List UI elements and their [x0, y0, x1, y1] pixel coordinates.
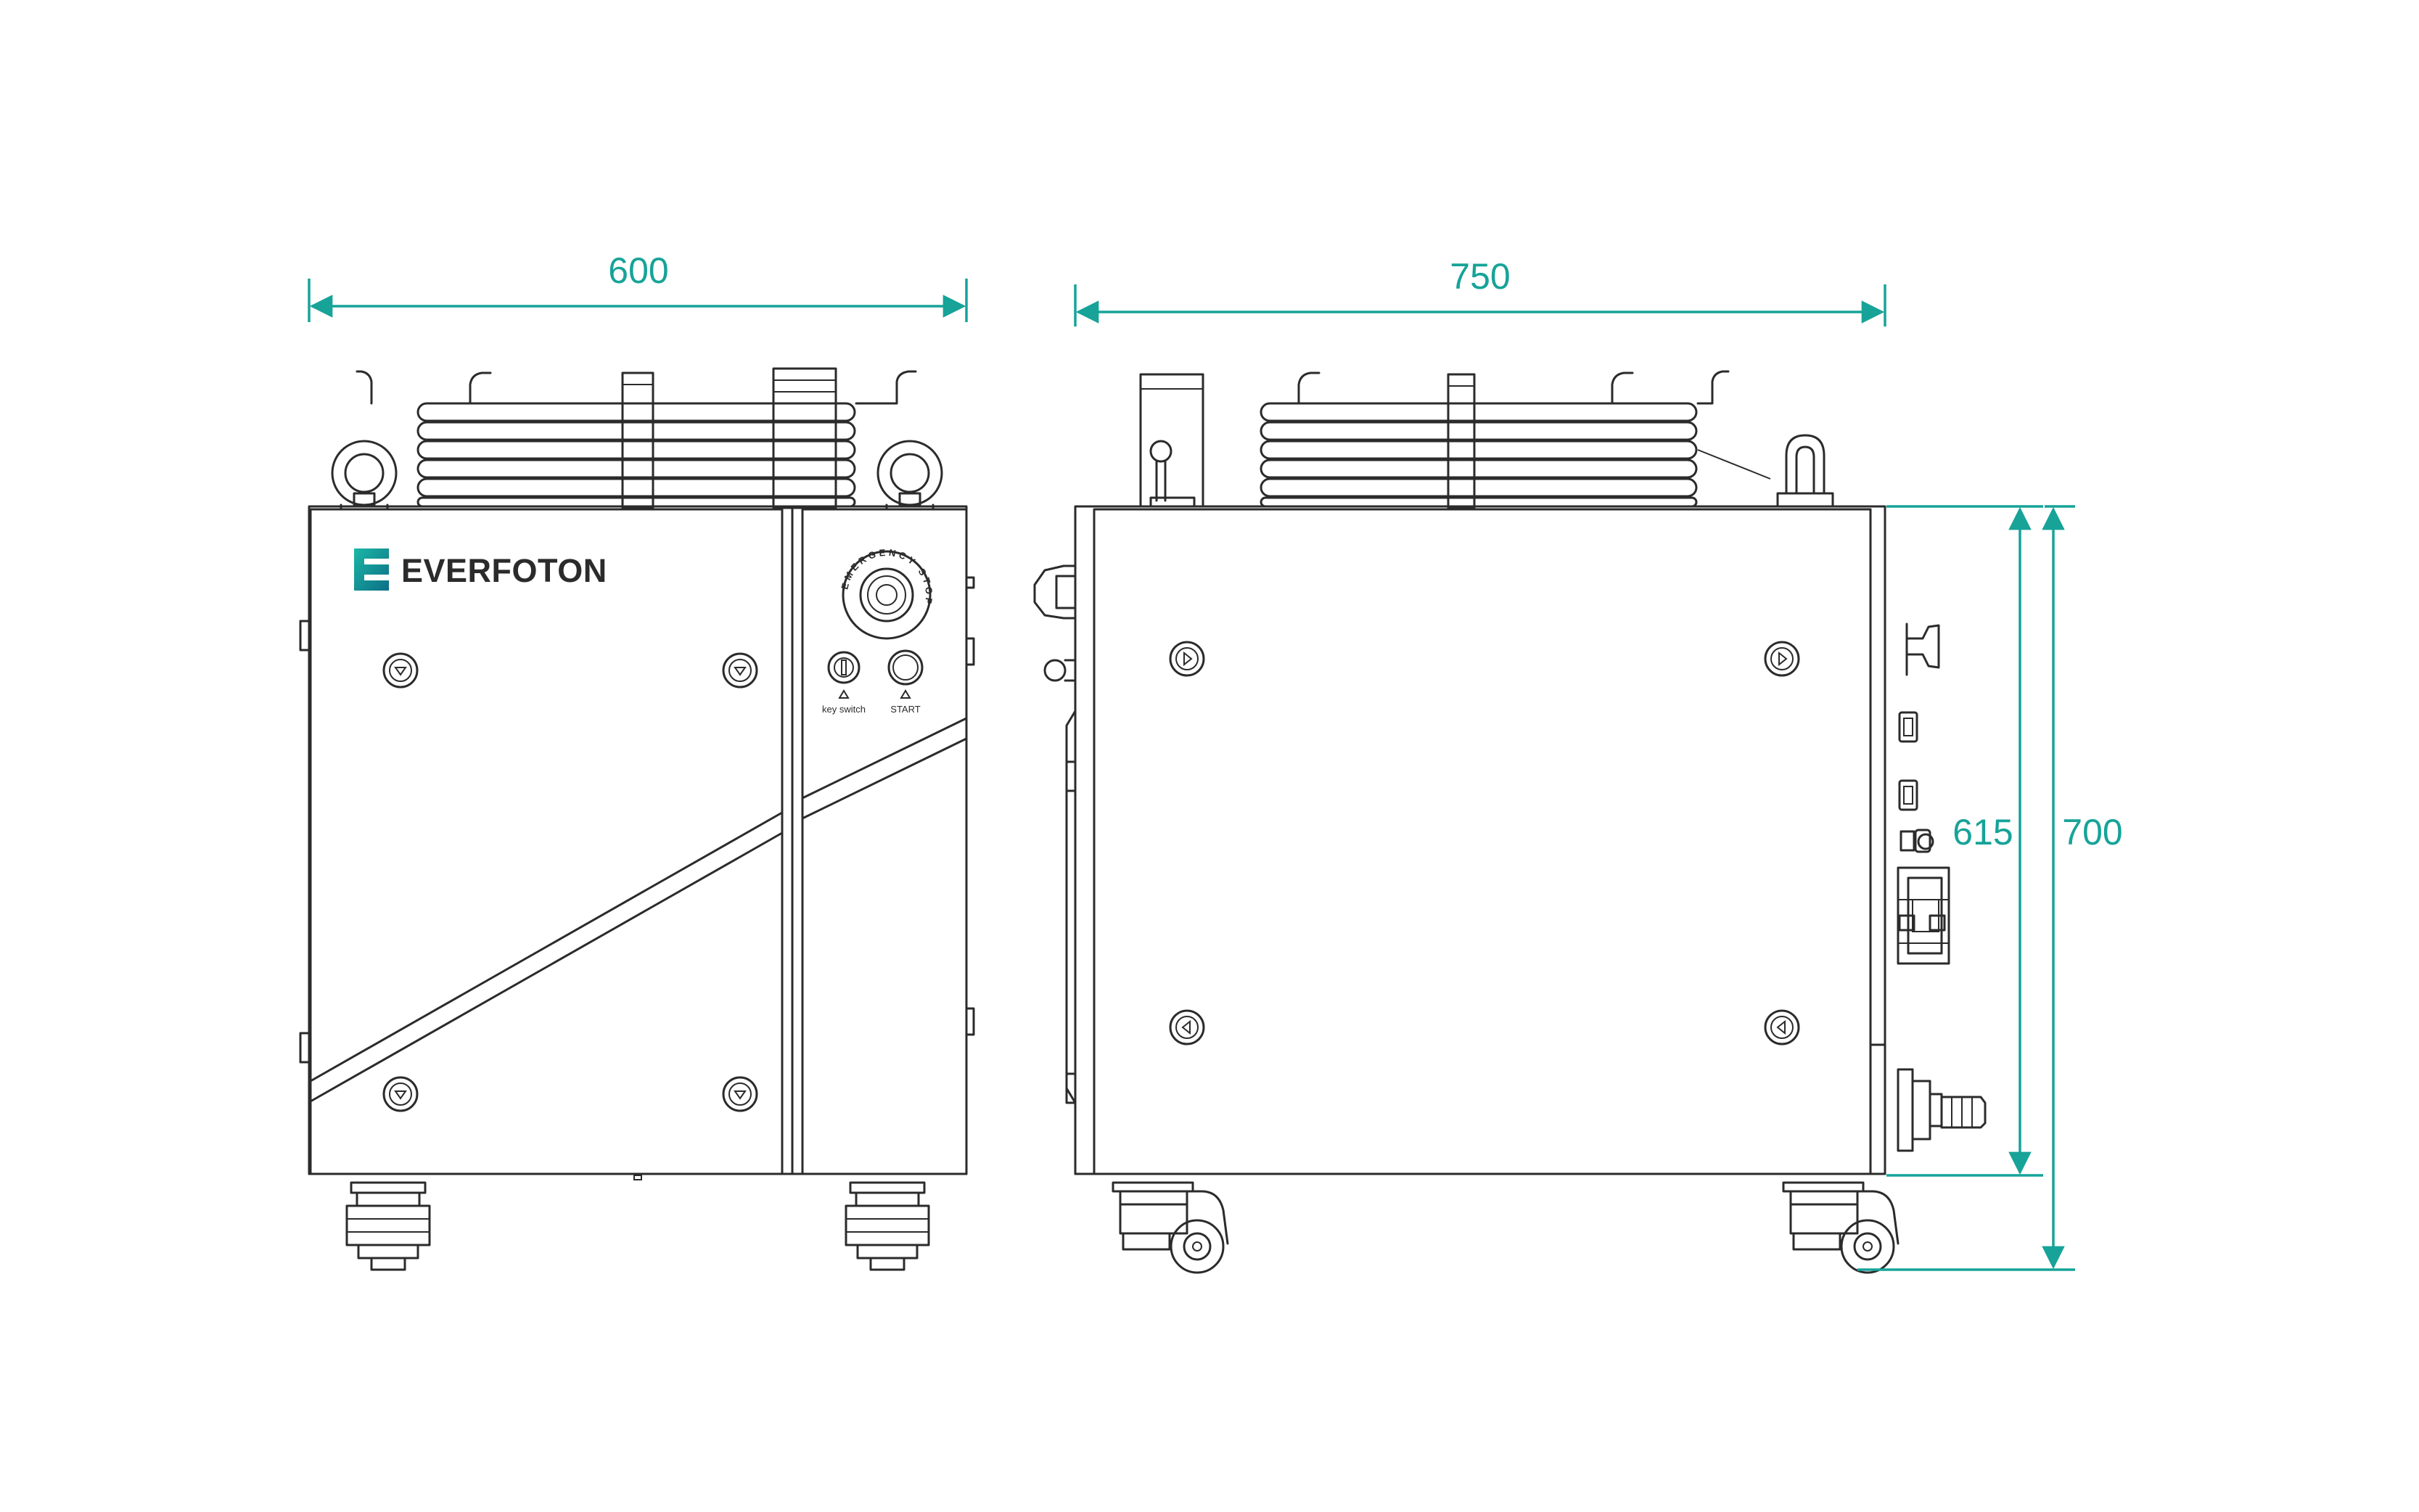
side-caster-right: [1782, 1181, 1900, 1274]
connector-port-icon: [1898, 711, 1918, 743]
screw-icon: [382, 1076, 419, 1112]
water-inlet-icon: [1897, 1068, 1987, 1152]
dimension-width: 600: [308, 250, 968, 322]
front-screws: [382, 652, 758, 1112]
front-foot-left: [345, 1181, 431, 1271]
side-screws: [1169, 641, 1800, 1045]
side-caster-left: [1112, 1181, 1229, 1274]
front-hinges: [299, 576, 975, 1064]
start-button: START: [887, 649, 924, 715]
screw-icon: [1169, 1009, 1205, 1045]
emergency-stop-label: EMERGENCY STOP: [839, 547, 932, 608]
front-view: EVERFOTON EMERGENCY STOP key switch: [299, 367, 975, 1271]
screw-icon: [382, 652, 419, 689]
side-top-coil: [1260, 370, 1771, 509]
dimension-body-height-label: 615: [1952, 812, 2013, 852]
dimension-total-height-label: 700: [2062, 812, 2122, 852]
front-diagonal-stripe: [309, 811, 784, 1103]
front-foot-right: [845, 1181, 930, 1271]
connector-port-icon: [1898, 779, 1918, 811]
dimension-depth-label: 750: [1450, 256, 1510, 297]
front-lifting-eye-left: [331, 440, 398, 511]
side-lifting-eye: [1776, 434, 1834, 508]
key-switch: key switch: [822, 651, 866, 715]
side-connectors: [1897, 623, 1987, 1152]
power-connector-icon: [1897, 866, 1950, 965]
front-lifting-eye-right: [876, 440, 943, 511]
front-door-left: [309, 508, 784, 1175]
front-body: [308, 505, 968, 1175]
warning-triangle-icon: [900, 689, 911, 699]
screw-icon: [722, 1076, 758, 1112]
brand-name: EVERFOTON: [401, 552, 607, 589]
screw-icon: [1169, 641, 1205, 677]
cable-gland-icon: [1900, 829, 1934, 853]
screw-icon: [1764, 641, 1800, 677]
front-door-right: [801, 508, 968, 1175]
fiber-output-icon: [1905, 623, 1940, 676]
side-left-latches: [1033, 564, 1077, 1104]
dimension-depth: 750: [1074, 256, 1886, 326]
front-panel-diagonal-stripe: [801, 717, 968, 820]
warning-triangle-icon: [838, 689, 850, 699]
logo-mark-icon: [354, 548, 389, 591]
key-switch-label: key switch: [822, 704, 866, 715]
screw-icon: [722, 652, 758, 689]
emergency-stop-button: EMERGENCY STOP: [839, 547, 935, 640]
side-panel: [1093, 508, 1872, 1175]
svg-text:EMERGENCY STOP: EMERGENCY STOP: [839, 547, 935, 608]
dimension-width-label: 600: [608, 250, 668, 291]
side-view: [1033, 370, 1987, 1274]
dimension-total-height: 700: [1857, 505, 2123, 1271]
front-top-coil: [356, 367, 917, 509]
screw-icon: [1764, 1009, 1800, 1045]
side-handle-block: [1139, 373, 1204, 508]
start-label: START: [890, 704, 920, 715]
everfoton-logo: EVERFOTON: [354, 548, 607, 591]
dimension-body-height: 615: [1886, 505, 2043, 1177]
side-body: [1074, 505, 1886, 1175]
